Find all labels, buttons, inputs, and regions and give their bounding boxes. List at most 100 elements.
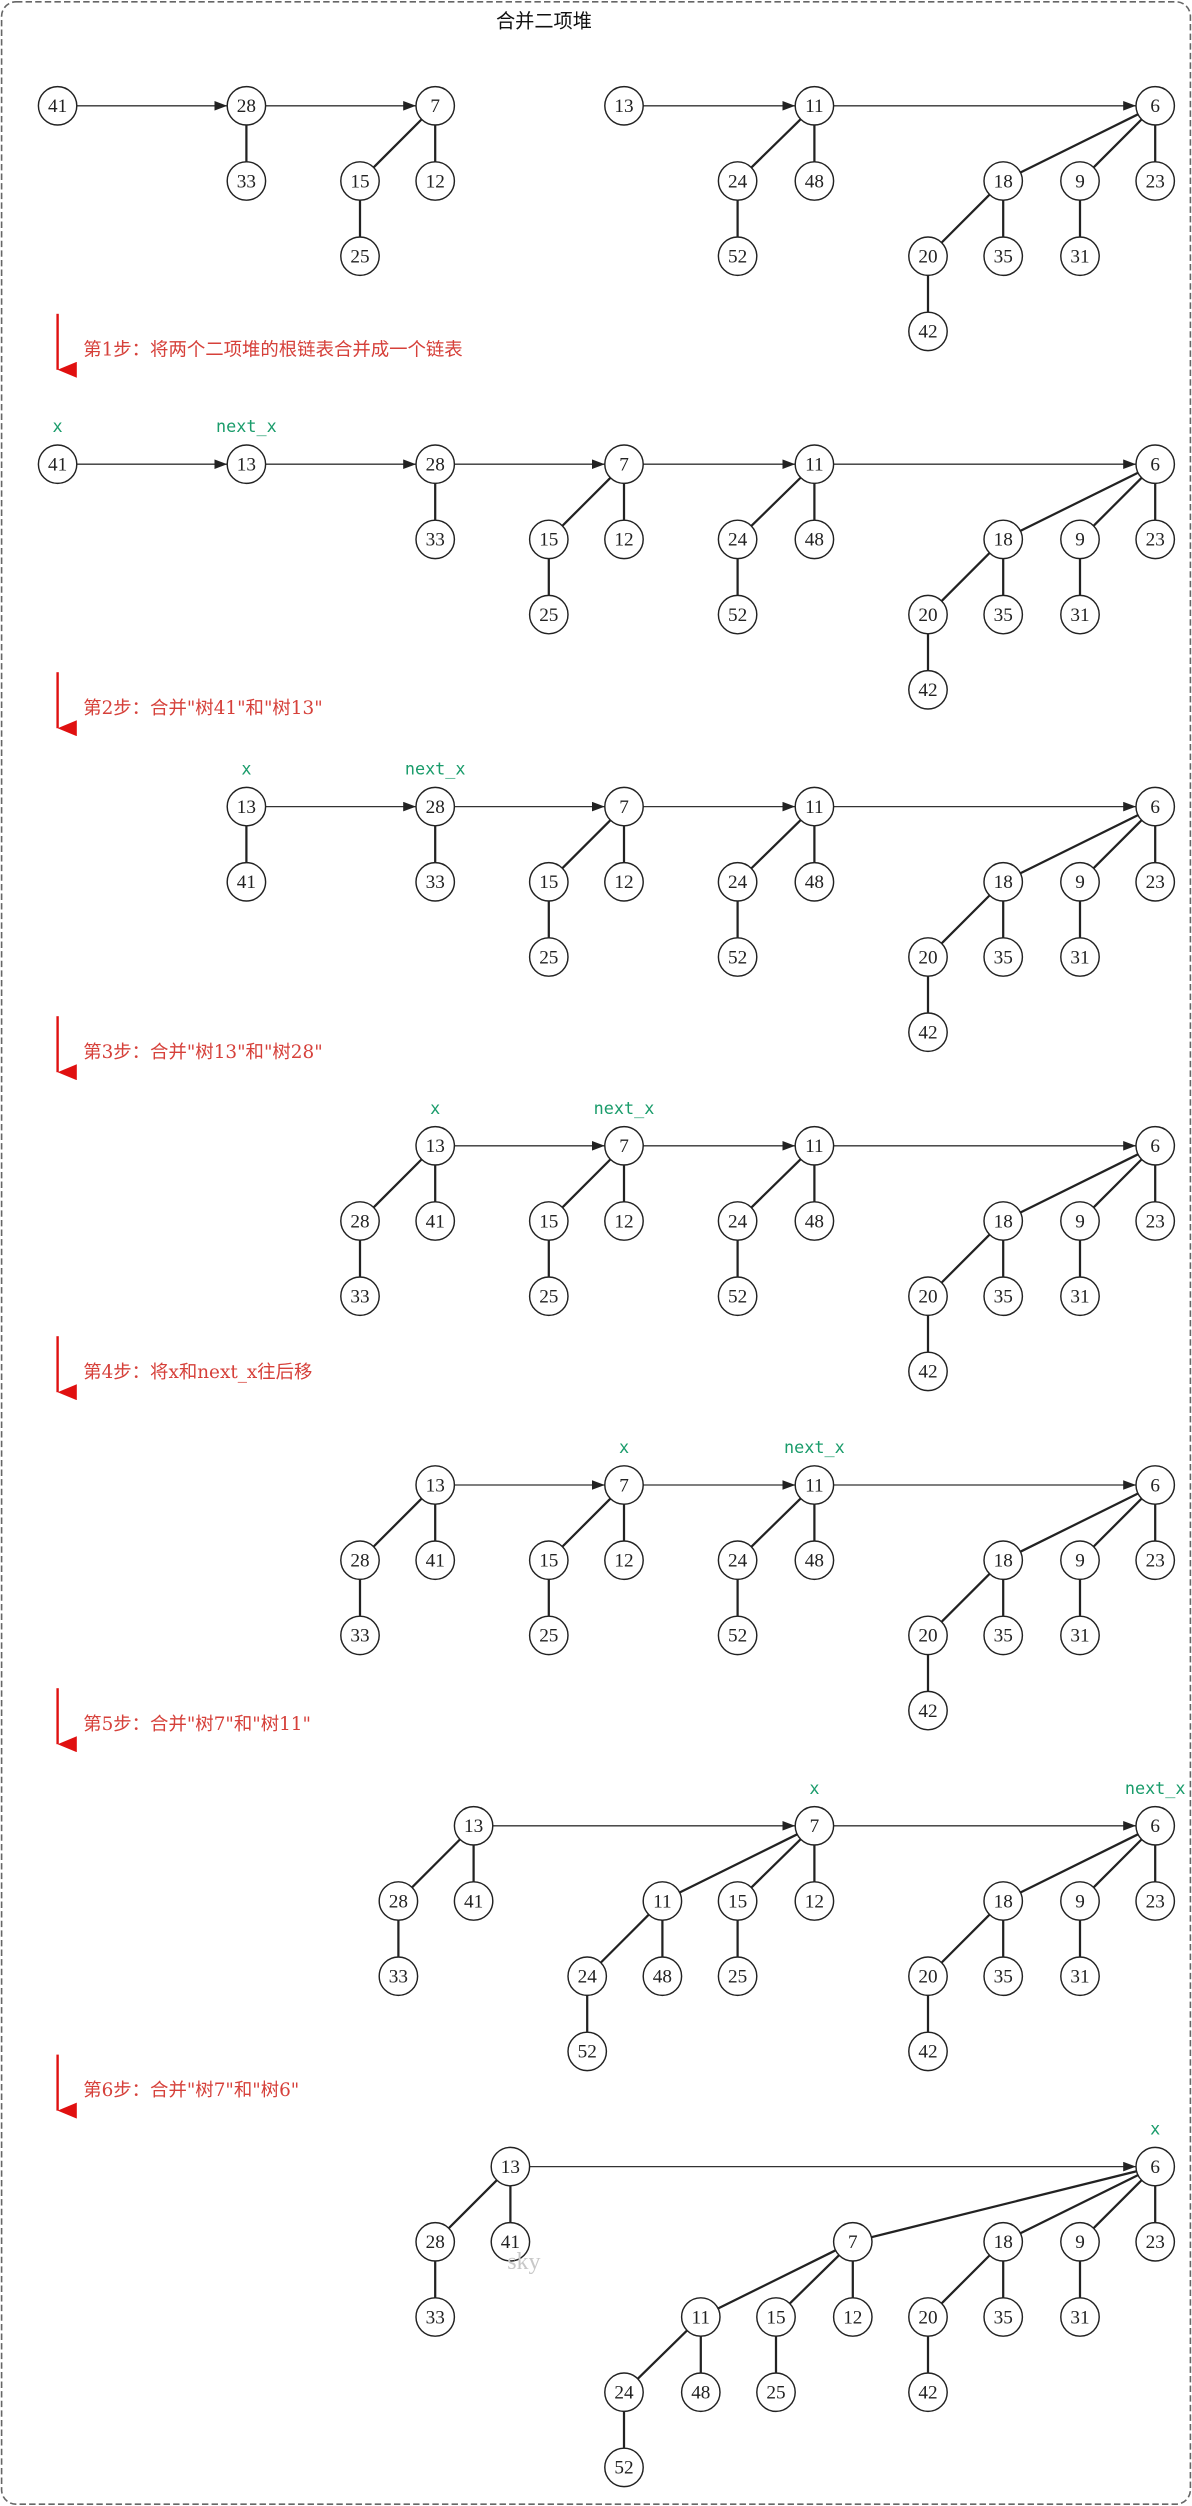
node-circle bbox=[983, 236, 1024, 277]
node-circle bbox=[1135, 2146, 1176, 2187]
pointer-label-x: x bbox=[430, 1098, 440, 1118]
heap-node-33: 33 bbox=[415, 861, 456, 902]
node-circle bbox=[717, 1201, 758, 1241]
node-circle bbox=[983, 1276, 1024, 1317]
heap-node-9: 9 bbox=[1060, 1540, 1100, 1581]
node-value: 9 bbox=[1075, 2232, 1085, 2253]
node-circle bbox=[528, 1201, 569, 1241]
heap-node-11: 11 bbox=[794, 1125, 835, 1166]
node-value: 9 bbox=[1075, 171, 1085, 192]
node-circle bbox=[1060, 937, 1100, 977]
node-circle bbox=[717, 236, 758, 277]
heap-node-52: 52 bbox=[717, 594, 758, 635]
node-circle bbox=[1135, 861, 1176, 902]
tree-edge-6-9 bbox=[1092, 2179, 1143, 2230]
node-circle bbox=[528, 594, 569, 635]
heap-node-52: 52 bbox=[567, 2031, 608, 2072]
node-circle bbox=[908, 2372, 948, 2413]
node-circle bbox=[604, 2372, 644, 2413]
heap-node-25: 25 bbox=[340, 236, 380, 277]
tree-edge-13-28 bbox=[372, 1158, 423, 1209]
tree-edge-11-24 bbox=[750, 1158, 802, 1209]
node-circle bbox=[340, 1276, 380, 1317]
node-circle bbox=[983, 594, 1024, 635]
heap-node-42: 42 bbox=[908, 669, 948, 710]
watermark: sky bbox=[507, 2249, 540, 2275]
tree-edge-6-7 bbox=[871, 2170, 1137, 2239]
heap-node-6: 6 bbox=[1135, 85, 1176, 126]
heap-node-13: 13 bbox=[490, 2146, 531, 2187]
heap-node-12: 12 bbox=[794, 1881, 835, 1921]
pointer-label-next-x: next_x bbox=[405, 759, 466, 779]
tree-edge-18-20 bbox=[940, 552, 991, 602]
node-value: 20 bbox=[918, 1626, 937, 1647]
node-value: 18 bbox=[994, 1891, 1013, 1912]
node-circle bbox=[1135, 786, 1176, 827]
heap-node-28: 28 bbox=[340, 1201, 380, 1241]
heap-node-9: 9 bbox=[1060, 2221, 1100, 2262]
pointer-label-x: x bbox=[809, 1778, 819, 1798]
node-value: 11 bbox=[805, 1475, 823, 1496]
heap-node-42: 42 bbox=[908, 311, 948, 352]
heap-node-9: 9 bbox=[1060, 1201, 1100, 1241]
node-circle bbox=[226, 861, 267, 902]
node-value: 42 bbox=[918, 2383, 937, 2404]
heap-node-35: 35 bbox=[983, 1956, 1024, 1997]
heap-node-15: 15 bbox=[528, 1201, 569, 1241]
heap-node-52: 52 bbox=[717, 1276, 758, 1317]
node-circle bbox=[908, 1615, 948, 1656]
heap-node-11: 11 bbox=[642, 1881, 683, 1921]
heap-node-52: 52 bbox=[717, 236, 758, 277]
node-circle bbox=[794, 85, 835, 126]
pointer-label-next-x: next_x bbox=[1125, 1778, 1186, 1798]
heap-node-6: 6 bbox=[1135, 1465, 1176, 1505]
tree-edge-18-20 bbox=[940, 1913, 991, 1964]
node-value: 48 bbox=[805, 171, 824, 192]
node-circle bbox=[983, 2297, 1024, 2337]
node-value: 23 bbox=[1146, 1891, 1165, 1912]
node-circle bbox=[415, 161, 456, 201]
tree-edge-6-18 bbox=[1019, 471, 1139, 532]
node-circle bbox=[1060, 1276, 1100, 1317]
heap-node-6: 6 bbox=[1135, 2146, 1176, 2187]
heap-node-23: 23 bbox=[1135, 1540, 1176, 1581]
node-circle bbox=[642, 1956, 683, 1997]
heap-node-42: 42 bbox=[908, 2031, 948, 2072]
heap-node-35: 35 bbox=[983, 236, 1024, 277]
heap-node-42: 42 bbox=[908, 1690, 948, 1731]
heap-node-28: 28 bbox=[415, 786, 456, 827]
heap-node-28: 28 bbox=[226, 85, 267, 126]
heap-node-25: 25 bbox=[528, 594, 569, 635]
node-circle bbox=[983, 1881, 1024, 1921]
node-circle bbox=[340, 161, 380, 201]
tree-edge-7-11 bbox=[679, 1833, 798, 1894]
node-value: 9 bbox=[1075, 530, 1085, 551]
heap-node-42: 42 bbox=[908, 1012, 948, 1053]
node-circle bbox=[1060, 2221, 1100, 2262]
tree-edge-6-9 bbox=[1092, 819, 1143, 870]
node-circle bbox=[680, 2372, 721, 2413]
node-circle bbox=[1135, 161, 1176, 201]
node-value: 12 bbox=[614, 1211, 633, 1232]
heap-node-15: 15 bbox=[528, 1540, 569, 1581]
node-value: 7 bbox=[619, 455, 629, 476]
node-value: 24 bbox=[614, 2383, 634, 2404]
node-circle bbox=[794, 1805, 835, 1846]
node-value: 24 bbox=[728, 872, 748, 893]
node-circle bbox=[37, 444, 78, 485]
heap-node-20: 20 bbox=[908, 937, 948, 977]
node-value: 6 bbox=[1150, 2157, 1160, 2178]
pointer-label-x: x bbox=[1150, 2119, 1160, 2139]
heap-node-24: 24 bbox=[717, 161, 758, 201]
tree-edge-6-18 bbox=[1019, 1153, 1139, 1214]
edges bbox=[245, 801, 1157, 1014]
heap-node-18: 18 bbox=[983, 861, 1024, 902]
tree-edge-13-28 bbox=[411, 1838, 461, 1889]
node-value: 33 bbox=[350, 1626, 369, 1647]
node-circle bbox=[983, 1540, 1024, 1581]
node-value: 24 bbox=[728, 171, 748, 192]
